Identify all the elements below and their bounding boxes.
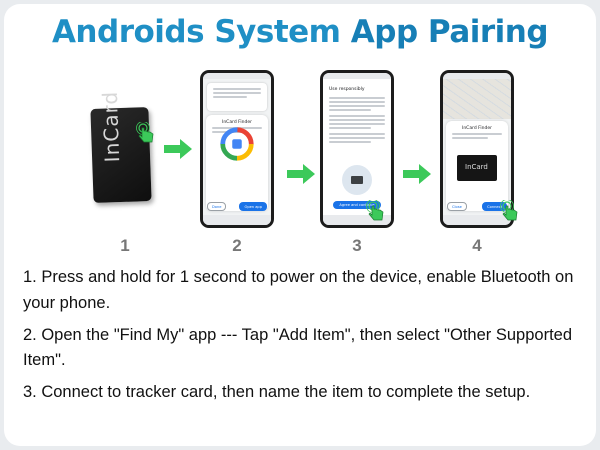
instruction-step-3: 3. Connect to tracker card, then name th… — [23, 383, 531, 401]
step-number: 4 — [472, 236, 482, 255]
step-number: 3 — [352, 236, 362, 255]
phone-screen: Use responsibly Agree and continue — [323, 73, 391, 225]
agree-continue-button[interactable]: Agree and continue — [333, 201, 381, 209]
phone-screen: InCard Finder InCard Close Connect — [443, 73, 511, 225]
card-preview: InCard — [457, 155, 497, 181]
done-button[interactable]: Done — [207, 202, 227, 211]
status-bar — [323, 73, 391, 79]
map-background — [443, 79, 511, 119]
card-preview-logo: InCard — [465, 163, 488, 171]
nav-bar — [203, 215, 271, 225]
close-button[interactable]: Close — [447, 202, 467, 211]
status-bar — [203, 73, 271, 79]
sheet-title: Use responsibly — [329, 87, 365, 92]
google-find-my-icon — [220, 127, 254, 161]
phone-screen: InCard Finder Done Open app — [203, 73, 271, 225]
status-bar — [443, 73, 511, 79]
open-app-button[interactable]: Open app — [239, 202, 267, 211]
step-number: 2 — [232, 236, 242, 255]
tracker-card: InCard — [80, 91, 160, 204]
sheet-title: InCard Finder — [462, 126, 492, 131]
title-part-1: Androids System — [51, 14, 351, 50]
notification-card — [207, 83, 267, 111]
nav-bar — [443, 215, 511, 225]
phone-step-4: InCard Finder InCard Close Connect — [440, 70, 514, 228]
tracker-illustration — [342, 165, 372, 195]
page-title: Androids System App Pairing — [0, 14, 600, 50]
instruction-step-1: 1. Press and hold for 1 second to power … — [23, 268, 574, 312]
hand-press-icon — [500, 199, 522, 222]
arrow-right-icon — [286, 163, 316, 185]
nav-bar — [323, 215, 391, 225]
step-number: 1 — [120, 236, 130, 255]
sheet-title: InCard Finder — [222, 120, 252, 125]
hand-press-icon — [136, 121, 158, 144]
instructions: 1. Press and hold for 1 second to power … — [23, 265, 583, 412]
hand-press-icon — [366, 199, 388, 222]
title-part-2: App Pairing — [350, 14, 549, 50]
phone-step-3: Use responsibly Agree and continue — [320, 70, 394, 228]
arrow-right-icon — [163, 138, 193, 160]
phone-step-2: InCard Finder Done Open app — [200, 70, 274, 228]
card-logo: InCard — [97, 90, 125, 163]
arrow-right-icon — [402, 163, 432, 185]
instruction-step-2: 2. Open the "Find My" app --- Tap "Add I… — [23, 325, 573, 370]
